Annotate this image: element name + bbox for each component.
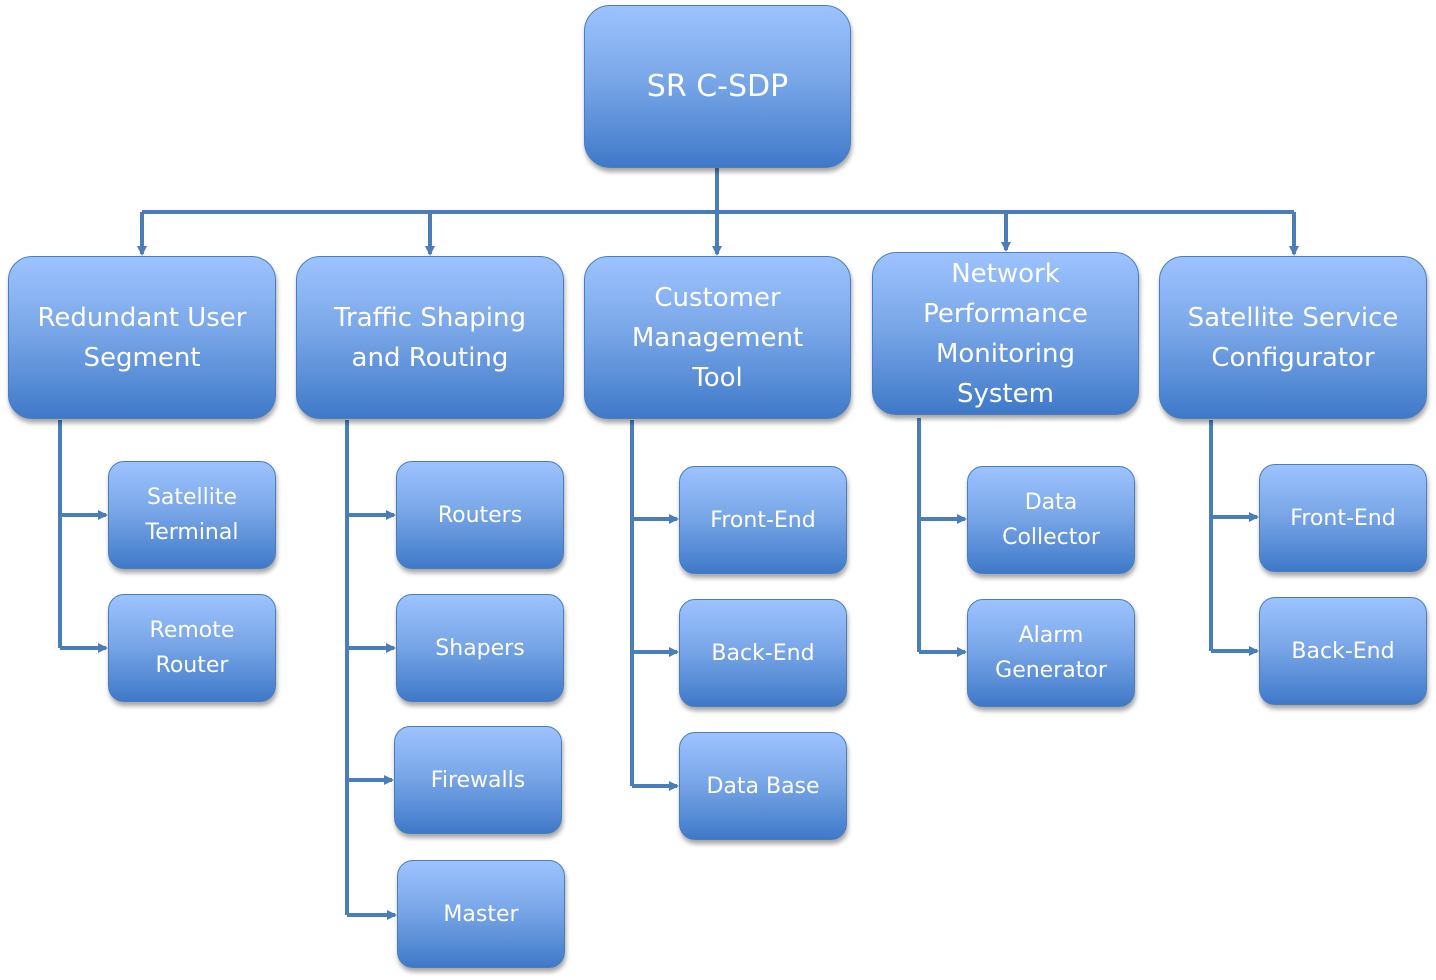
node-label: Front-End bbox=[710, 507, 816, 533]
node-customer-management-tool[interactable]: Customer Management Tool bbox=[584, 256, 851, 419]
node-label: Data Base bbox=[706, 773, 820, 799]
node-data-base[interactable]: Data Base bbox=[679, 732, 847, 840]
node-routers[interactable]: Routers bbox=[396, 461, 564, 569]
node-alarm-generator[interactable]: Alarm Generator bbox=[967, 599, 1135, 707]
node-label: Firewalls bbox=[430, 767, 526, 793]
node-label: Master bbox=[443, 901, 519, 927]
node-satellite-service-configurator[interactable]: Satellite Service Configurator bbox=[1159, 256, 1427, 419]
node-label: Customer Management Tool bbox=[631, 282, 804, 393]
node-remote-router[interactable]: Remote Router bbox=[108, 594, 276, 702]
node-network-performance-monitoring-system[interactable]: Network Performance Monitoring System bbox=[872, 252, 1139, 415]
node-satellite-terminal[interactable]: Satellite Terminal bbox=[108, 461, 276, 569]
node-label: Data Collector bbox=[1002, 490, 1100, 550]
node-firewalls[interactable]: Firewalls bbox=[394, 726, 562, 834]
node-label: Satellite Service Configurator bbox=[1187, 302, 1399, 373]
node-label: Remote Router bbox=[149, 618, 235, 678]
node-cmt-back-end[interactable]: Back-End bbox=[679, 599, 847, 707]
node-data-collector[interactable]: Data Collector bbox=[967, 466, 1135, 574]
node-cmt-front-end[interactable]: Front-End bbox=[679, 466, 847, 574]
node-redundant-user-segment[interactable]: Redundant User Segment bbox=[8, 256, 276, 419]
node-label: Satellite Terminal bbox=[145, 485, 239, 545]
node-label: Back-End bbox=[711, 640, 815, 666]
node-label: Network Performance Monitoring System bbox=[923, 258, 1088, 409]
node-label: Back-End bbox=[1291, 638, 1395, 664]
node-label: Redundant User Segment bbox=[37, 302, 247, 373]
node-ssc-back-end[interactable]: Back-End bbox=[1259, 597, 1427, 705]
node-traffic-shaping-and-routing[interactable]: Traffic Shaping and Routing bbox=[296, 256, 564, 419]
node-label: Routers bbox=[437, 502, 523, 528]
node-label: Alarm Generator bbox=[995, 623, 1107, 683]
node-ssc-front-end[interactable]: Front-End bbox=[1259, 464, 1427, 572]
node-label: Shapers bbox=[435, 635, 525, 661]
root-node-sr-c-sdp[interactable]: SR C-SDP bbox=[584, 5, 851, 168]
node-label: Traffic Shaping and Routing bbox=[333, 302, 526, 373]
node-master[interactable]: Master bbox=[397, 860, 565, 968]
root-node-label: SR C-SDP bbox=[646, 69, 789, 104]
node-shapers[interactable]: Shapers bbox=[396, 594, 564, 702]
node-label: Front-End bbox=[1290, 505, 1396, 531]
